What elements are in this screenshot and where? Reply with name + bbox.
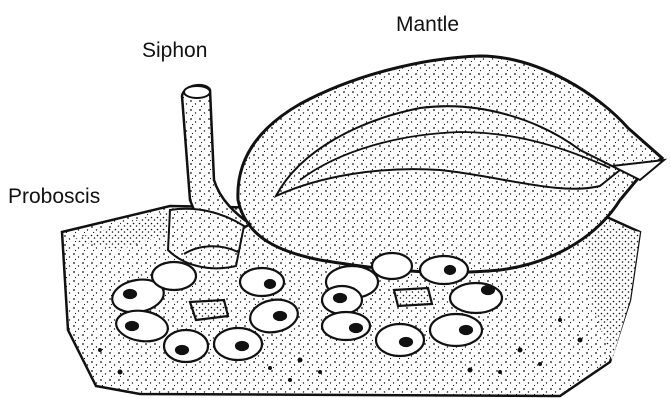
label-mantle: Mantle <box>396 14 459 35</box>
label-proboscis: Proboscis <box>8 186 100 207</box>
label-siphon: Siphon <box>142 40 207 61</box>
siphon-opening <box>184 86 210 98</box>
